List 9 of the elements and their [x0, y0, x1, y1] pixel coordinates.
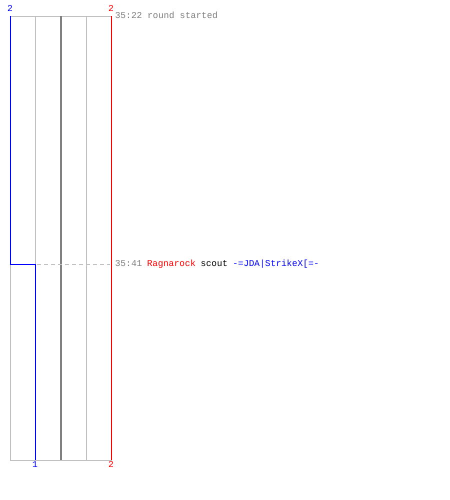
team-count: 2 — [108, 460, 114, 470]
player-class: scout — [200, 259, 228, 269]
player-name: -=JDA|StrikeX[=- — [232, 259, 320, 269]
team-count: 2 — [7, 4, 13, 14]
team-count: 2 — [108, 4, 114, 14]
team-count: 1 — [32, 460, 38, 470]
event-time: 35:41 — [115, 259, 142, 269]
event-text: 35:22 round started — [115, 11, 218, 21]
player-name: Ragnarock — [147, 259, 196, 269]
